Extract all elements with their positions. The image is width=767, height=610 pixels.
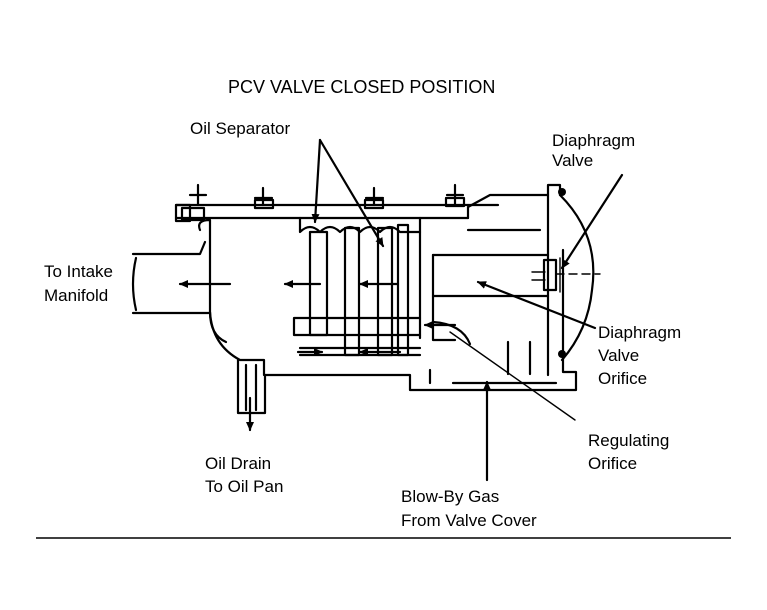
label-dv-orifice-line1: Diaphragm xyxy=(598,323,681,342)
label-blow-by-line2: From Valve Cover xyxy=(401,511,537,530)
label-regulating-orifice-line1: Regulating xyxy=(588,431,669,450)
label-dv-orifice-line2: Valve xyxy=(598,346,639,365)
label-blow-by-line1: Blow-By Gas xyxy=(401,487,499,506)
label-oil-separator: Oil Separator xyxy=(190,119,290,138)
diaphragm-housing xyxy=(431,183,601,377)
diagram-title: PCV VALVE CLOSED POSITION xyxy=(228,77,495,97)
flow-arrows xyxy=(178,280,457,432)
label-oil-drain-line2: To Oil Pan xyxy=(205,477,283,496)
label-diaphragm-valve-line1: Diaphragm xyxy=(552,131,635,150)
label-oil-drain-line1: Oil Drain xyxy=(205,454,271,473)
leader-lines xyxy=(311,138,624,482)
label-dv-orifice-line3: Orifice xyxy=(598,369,647,388)
label-regulating-orifice-line2: Orifice xyxy=(588,454,637,473)
label-to-intake-line1: To Intake xyxy=(44,262,113,281)
cover-bolts xyxy=(180,183,466,222)
label-diaphragm-valve-line2: Valve xyxy=(552,151,593,170)
label-to-intake-line2: Manifold xyxy=(44,286,108,305)
separator-plates xyxy=(292,216,457,357)
